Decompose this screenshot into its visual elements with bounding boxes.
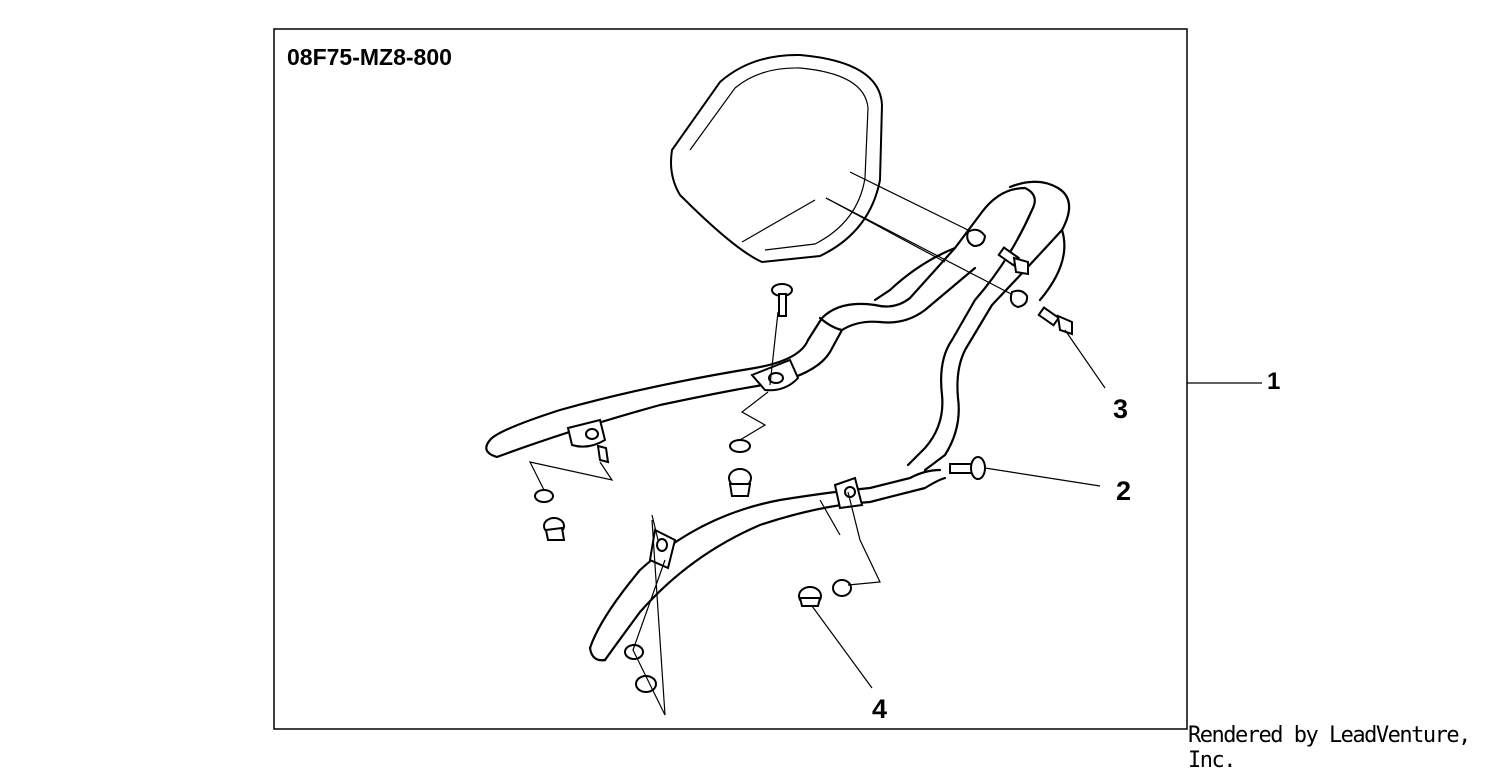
callout-4-leader	[811, 605, 873, 689]
part-number-label: 08F75-MZ8-800	[287, 44, 452, 70]
diagram-frame	[273, 28, 1188, 730]
nut-set-center	[728, 439, 752, 497]
parts-diagram	[273, 28, 1262, 730]
footer-credit: Rendered by LeadVenture, Inc.	[1188, 723, 1471, 773]
bolt-right-upper	[997, 246, 1029, 276]
assembly-lines	[528, 311, 881, 716]
left-rail	[485, 246, 977, 459]
callout-2-leader	[984, 467, 1101, 487]
nut-set-lower-left	[624, 644, 657, 693]
callout-3-leader	[1064, 329, 1106, 389]
lower-rail	[588, 468, 947, 662]
callout-1: 1	[1267, 368, 1281, 395]
callout-4: 4	[872, 694, 888, 724]
callout-2: 2	[1116, 476, 1132, 506]
nut-set-left	[534, 444, 610, 541]
right-rail	[873, 180, 1071, 472]
backrest-pad	[670, 53, 884, 264]
bolt-right-lower	[1037, 306, 1073, 336]
bolt-top	[771, 283, 793, 317]
nut-set-lower-right	[798, 579, 852, 607]
callout-3: 3	[1113, 394, 1129, 424]
bolt-mid	[949, 456, 986, 480]
leader-pad	[825, 197, 1016, 297]
